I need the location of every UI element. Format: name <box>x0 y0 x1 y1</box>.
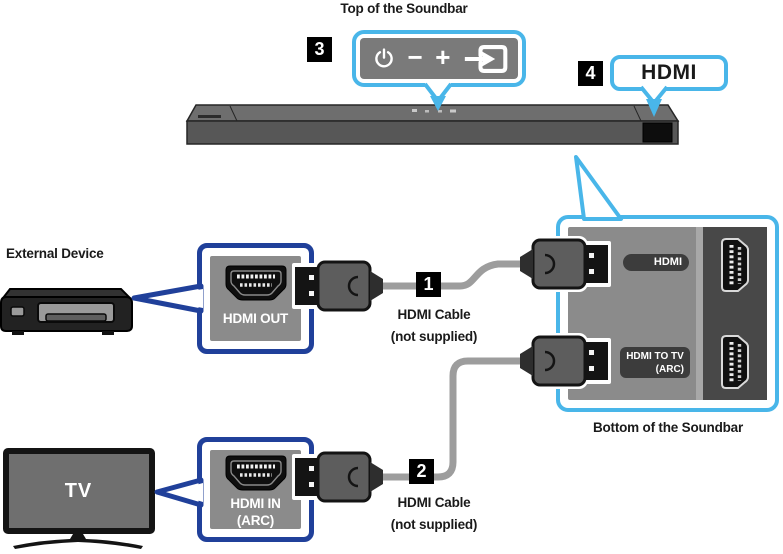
external-device-illustration <box>0 288 133 335</box>
step-badge-1: 1 <box>416 272 441 297</box>
hdmi-port-label: HDMI <box>623 254 689 271</box>
step-badge-4: 4 <box>578 61 603 86</box>
cable1-label-line1: HDMI Cable <box>397 307 471 322</box>
hdmi-out-label: HDMI OUT <box>222 311 289 326</box>
hdmi-callout-label: HDMI <box>641 61 697 84</box>
cable1-label: HDMI Cable (not supplied) <box>376 304 492 348</box>
hdmi-to-tv-label-line2: (ARC) <box>655 364 684 375</box>
external-device-callout-pointer <box>131 283 204 314</box>
soundbar-hdmi-compartment <box>642 122 673 143</box>
soundbar-bottom-panel: HDMI HDMI TO TV (ARC) <box>568 227 767 400</box>
hdmi-connector-icon <box>225 455 286 491</box>
cable2-label-line2: (not supplied) <box>390 517 478 532</box>
soundbar-illustration <box>185 104 680 145</box>
soundbar-control-panel: − + <box>360 38 518 79</box>
cable2-label: HDMI Cable (not supplied) <box>370 492 498 536</box>
soundbar-top-buttons <box>412 109 456 113</box>
soundbar-brand-label <box>198 115 221 118</box>
hdmi-in-label-line2: (ARC) <box>236 513 275 528</box>
power-icon <box>375 48 393 68</box>
caption-bottom-of-soundbar: Bottom of the Soundbar <box>592 420 744 435</box>
hdmi-in-label-line1: HDMI IN <box>230 496 281 511</box>
hdmi-port-callout-bubble: HDMI <box>610 55 728 91</box>
hdmi-to-tv-port-label: HDMI TO TV (ARC) <box>620 347 690 378</box>
hdmi-in-label: HDMI IN (ARC) <box>230 495 281 529</box>
tv-port-callout: HDMI IN (ARC) <box>197 437 314 542</box>
caption-top-of-soundbar: Top of the Soundbar <box>340 1 468 16</box>
soundbar-bottom-callout-pointer <box>574 155 623 221</box>
external-device-port-callout: HDMI OUT <box>197 243 314 354</box>
hdmi-connector-icon <box>225 265 286 301</box>
hdmi-out-panel: HDMI OUT <box>210 256 301 341</box>
volume-up-button: + <box>435 42 451 72</box>
hdmi-cable-1 <box>383 260 520 290</box>
source-input-icon <box>464 44 508 73</box>
hdmi-cable-2 <box>383 357 520 481</box>
cable1-label-line2: (not supplied) <box>390 329 478 344</box>
volume-down-button: − <box>407 42 423 72</box>
hdmi-to-tv-label-line1: HDMI TO TV <box>626 351 684 362</box>
caption-external-device: External Device <box>6 246 104 261</box>
step-badge-3: 3 <box>307 37 332 62</box>
controls-callout-pointer <box>423 82 453 111</box>
soundbar-top-controls-callout: − + <box>352 30 526 87</box>
soundbar-bottom-callout: HDMI HDMI TO TV (ARC) <box>556 215 779 412</box>
hdmi-in-panel: HDMI IN (ARC) <box>210 450 301 529</box>
cable2-label-line1: HDMI Cable <box>397 495 471 510</box>
step-badge-2: 2 <box>409 459 434 484</box>
tv-stand <box>13 534 143 549</box>
panel-separator <box>696 227 703 400</box>
tv-screen-label: TV <box>64 479 93 502</box>
panel-recess <box>703 227 767 400</box>
